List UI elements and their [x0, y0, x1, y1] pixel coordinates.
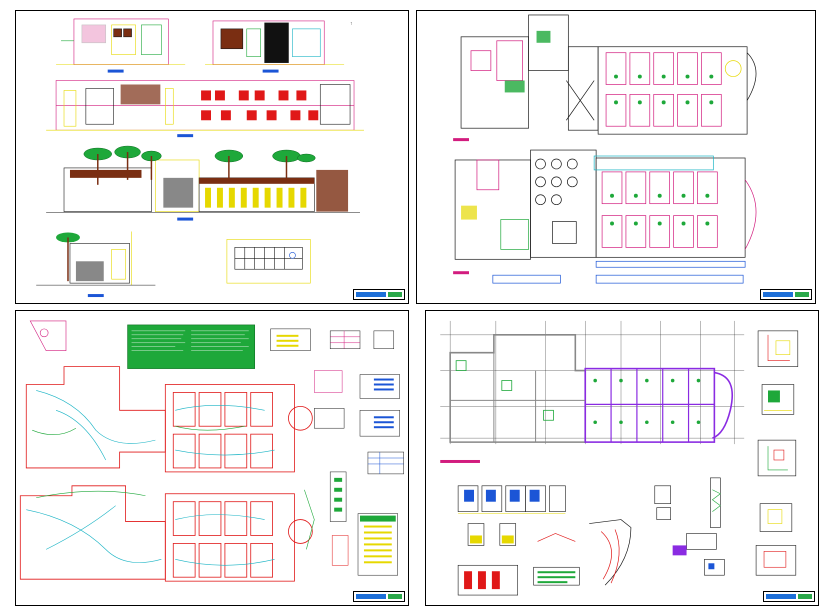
title-block [353, 591, 405, 602]
section-b: ↑ [205, 20, 353, 65]
title-block [763, 591, 815, 602]
electrical-plan-lower [19, 485, 315, 582]
palm-trees [83, 145, 316, 185]
electrical-plan-upper [25, 366, 313, 473]
sheet-electrical[interactable] [15, 310, 409, 606]
section-b-label-bar [262, 69, 279, 73]
legend-table [127, 324, 256, 369]
sheet-elevations[interactable]: ↑ [15, 10, 409, 304]
column-markers [593, 378, 701, 425]
beam-details [654, 477, 725, 576]
ground-floor-plan [454, 149, 757, 284]
front-elevation [46, 159, 360, 213]
location-key [29, 320, 67, 352]
structural-drawing [440, 320, 799, 596]
panel-schedules [270, 328, 404, 576]
svg-text:↑: ↑ [350, 22, 352, 27]
elevations-drawing: ↑ [36, 18, 364, 298]
side-elevation [36, 231, 156, 286]
sheet-structural[interactable] [425, 310, 819, 606]
structural-grid [440, 320, 745, 445]
sheet-floor-plans[interactable] [416, 10, 816, 304]
floor-plans-drawing [453, 14, 757, 284]
section-a [56, 18, 186, 65]
section-long [46, 80, 364, 131]
footing-details [457, 485, 580, 596]
title-block [760, 289, 812, 300]
column-details [755, 330, 799, 576]
foundation-plan [449, 334, 734, 443]
section-a-label-bar [107, 69, 124, 73]
title-block [353, 289, 405, 300]
upper-floor-plan [460, 14, 757, 135]
key-plan [226, 239, 311, 284]
electrical-drawing [19, 320, 404, 582]
stair-detail [589, 519, 632, 586]
